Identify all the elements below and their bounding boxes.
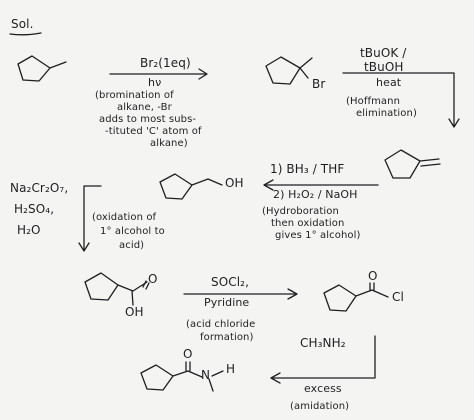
step3-note-line2: then oxidation (271, 218, 345, 229)
amide-oxygen-label: O (183, 347, 193, 361)
step4-reagent-line1: Na₂Cr₂O₇, (10, 181, 69, 195)
acyl-chloride-oxygen-label: O (368, 269, 378, 283)
step1-arrow (109, 68, 208, 80)
step1-condition: hν (148, 76, 162, 89)
step6-condition: excess (304, 382, 342, 395)
step5-reagent-line1: SOCl₂, (211, 275, 250, 289)
step1-reagent: Br₂(1eq) (140, 56, 191, 70)
step4-reagent-line2: H₂SO₄, (14, 202, 55, 216)
step2-reagent-line2: tBuOH (364, 60, 404, 74)
step2-note-line2: elimination) (356, 108, 417, 119)
step2-reagent-line1: tBuOK / (360, 46, 407, 60)
bromine-label: Br (312, 77, 326, 91)
amide-nitrogen-label: N (201, 368, 211, 382)
carboxylic-acid-structure (84, 272, 150, 306)
step4-note-line1: (oxidation of (92, 212, 157, 223)
sol-underline (9, 32, 42, 36)
step1-note-line3: adds to most subs- (99, 114, 197, 125)
step1-note-line2: alkane, -Br (117, 102, 172, 113)
step1-note-line5: alkane) (150, 138, 188, 149)
step3-note-line3: gives 1° alcohol) (275, 230, 361, 241)
step2-condition: heat (376, 76, 402, 89)
step6-arrow (270, 335, 376, 384)
cyclopentylmethanol-structure (159, 173, 223, 200)
step3-reagent-line1: 1) BH₃ / THF (270, 162, 345, 176)
step5-arrow (183, 288, 298, 300)
step5-note-line1: (acid chloride (186, 319, 256, 330)
step3-arrow (263, 179, 379, 191)
hydroxyl-label: OH (225, 176, 244, 190)
step1-note-line1: (bromination of (95, 90, 174, 101)
amide-structure (140, 361, 224, 392)
step2-arrow (342, 72, 460, 128)
step5-reagent-line2: Pyridine (204, 296, 250, 309)
step4-note-line3: acid) (119, 240, 145, 251)
methylenecyclopentane-structure (384, 149, 441, 179)
methylcyclopentane-structure (17, 55, 67, 82)
step4-arrow (78, 185, 102, 252)
step6-reagent: CH₃NH₂ (300, 336, 346, 350)
acid-hydroxyl-label: OH (125, 305, 144, 319)
step1-note-line4: -tituted 'C' atom of (105, 126, 202, 137)
step4-reagent-line3: H₂O (17, 223, 41, 237)
step3-note-line1: (Hydroboration (262, 206, 339, 217)
acid-carbonyl-oxygen-label: O (148, 272, 158, 286)
step3-reagent-line2: 2) H₂O₂ / NaOH (273, 188, 358, 201)
amide-hydrogen-label: H (226, 362, 236, 376)
solution-heading: Sol. (11, 17, 34, 31)
step5-note-line2: formation) (200, 332, 254, 343)
acid-chloride-structure (323, 282, 389, 312)
step6-note: (amidation) (290, 401, 350, 412)
step2-note-line1: (Hoffmann (346, 96, 401, 107)
tertiary-bromide-structure (265, 56, 313, 85)
chlorine-label: Cl (392, 290, 404, 304)
step4-note-line2: 1° alcohol to (100, 226, 165, 237)
